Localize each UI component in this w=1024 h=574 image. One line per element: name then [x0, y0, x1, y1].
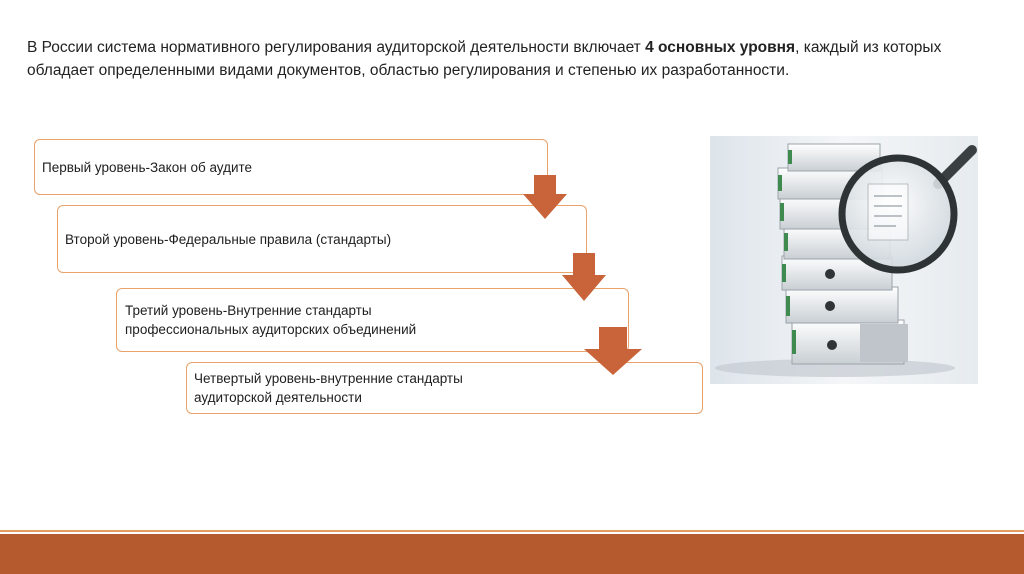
- intro-text-start: В России система нормативного регулирова…: [27, 39, 645, 56]
- level-4-text: Четвертый уровень-внутренние стандарты а…: [194, 369, 463, 407]
- footer-accent-line: [0, 530, 1024, 532]
- down-arrow-icon: [522, 174, 568, 220]
- level-1-text: Первый уровень-Закон об аудите: [42, 158, 252, 177]
- intro-paragraph: В России система нормативного регулирова…: [27, 36, 1002, 82]
- level-3-line-1: Третий уровень-Внутренние стандарты: [125, 301, 416, 320]
- footer-bar: [0, 534, 1024, 574]
- level-3-text: Третий уровень-Внутренние стандарты проф…: [125, 301, 416, 339]
- intro-text-bold: 4 основных уровня: [645, 39, 795, 56]
- level-3-line-2: профессиональных аудиторских объединений: [125, 320, 416, 339]
- level-2-line-1: Второй уровень-Федеральные правила (стан…: [65, 230, 391, 249]
- down-arrow-icon: [561, 252, 607, 302]
- level-1-line-1: Первый уровень-Закон об аудите: [42, 158, 252, 177]
- binders-magnifier-photo: [710, 136, 978, 384]
- level-2-box: Второй уровень-Федеральные правила (стан…: [57, 205, 587, 273]
- down-arrow-icon: [583, 326, 643, 376]
- level-4-line-2: аудиторской деятельности: [194, 388, 463, 407]
- level-1-box: Первый уровень-Закон об аудите: [34, 139, 548, 195]
- level-4-line-1: Четвертый уровень-внутренние стандарты: [194, 369, 463, 388]
- level-3-box: Третий уровень-Внутренние стандарты проф…: [116, 288, 629, 352]
- level-2-text: Второй уровень-Федеральные правила (стан…: [65, 230, 391, 249]
